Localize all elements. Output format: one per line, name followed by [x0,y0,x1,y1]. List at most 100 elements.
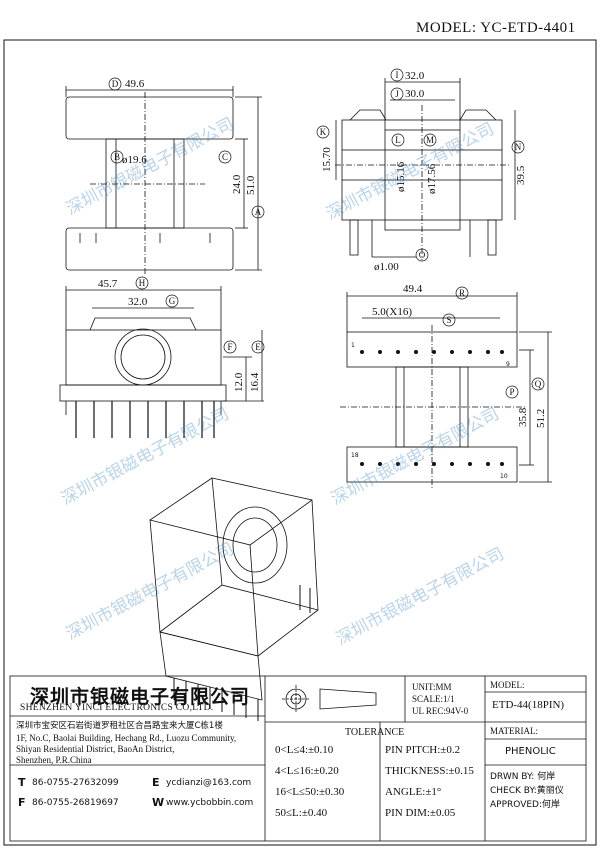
bottom-flange [65,227,234,271]
pin-dots [360,350,504,466]
top-view [65,86,262,275]
material-value: PHENOLIC [505,746,556,757]
dim-I: 32.0 [405,70,425,82]
checked-by: CHECK BY:黄丽仪 [490,786,564,796]
model-value: ETD-44(18PIN) [492,699,565,711]
watermark-6: 深圳市银磁电子有限公司 [333,544,508,649]
pin-dim-tolerance: PIN DIM:±0.05 [385,807,456,819]
dim-Q: 51.2 [535,409,547,428]
address-line-4: Shenzhen, P.R.China [16,755,92,765]
pin-label-18: 18 [351,452,359,459]
ref-Q: Q [535,379,542,389]
company-name-en: SHENZHEN YINCI ELECTRONICS CO,LTD. [20,703,214,713]
dim-C: 24.0 [231,174,243,194]
web-icon: W [152,796,165,809]
ref-I: I [396,70,399,80]
website-url[interactable]: www.ycbobbin.com [166,798,254,808]
watermarks: 深圳市银磁电子有限公司 深圳市银磁电子有限公司 深圳市银磁电子有限公司 深圳市银… [58,114,508,649]
taper-symbol [319,688,377,710]
pin-label-10: 10 [500,473,508,480]
bore-outer [114,328,172,386]
ref-J: J [395,89,399,99]
ref-F: F [227,342,232,352]
side-core [384,129,461,231]
dim-H: 45.7 [98,278,118,290]
ref-L: L [395,135,401,145]
watermark-5: 深圳市银磁电子有限公司 [63,539,238,644]
company-name-cn: 深圳市银磁电子有限公司 [30,686,251,708]
iso-bore-outer [222,506,288,584]
tolerance-4: 50≤L:±0.40 [275,807,328,819]
watermark-2: 深圳市银磁电子有限公司 [323,119,498,224]
isometric-view [149,477,319,721]
iso-pins [173,585,311,721]
title-block [9,675,587,842]
angle-tolerance: ANGLE:±1° [385,786,442,798]
ref-O: O [419,250,426,260]
scale-label: SCALE:1/1 [412,694,455,704]
ref-S: S [446,315,451,325]
dim-R: 49.4 [403,283,423,295]
fax-icon: F [18,796,26,809]
address-line-2: 1F, No.C, Baolai Building, Hechang Rd., … [16,733,237,743]
model-header: MODEL: [490,680,525,690]
dim-J: 30.0 [405,88,425,100]
ref-R: R [459,288,465,298]
ref-H: H [139,278,146,288]
tel-number: 86-0755-27632099 [32,778,119,788]
dim-F: 12.0 [233,372,245,392]
watermark-1: 深圳市银磁电子有限公司 [63,114,238,219]
ref-G: G [169,296,176,306]
dim-B: ø19.6 [122,154,147,166]
ref-E: E [255,342,261,352]
bore-inner [120,334,166,380]
bottom-view [340,292,552,490]
ul-label: UL REC:94V-0 [412,706,469,716]
front-view [59,286,264,438]
ref-K: K [320,127,327,137]
front-base [59,384,227,402]
dim-S: 5.0(X16) [372,306,412,318]
watermark-3: 深圳市银磁电子有限公司 [58,404,233,509]
dim-L: ø15.16 [395,161,407,192]
ref-C: C [222,152,228,162]
dim-G: 32.0 [128,296,148,308]
drawing-border [3,39,597,846]
ref-A: A [255,207,262,217]
dim-M: ø17.56 [426,163,438,194]
tolerance-header: TOLERANCE [345,727,405,738]
approved-by: APPROVED:何岸 [490,800,560,810]
side-view [335,78,516,260]
pin-pitch-tolerance: PIN PITCH:±0.2 [385,744,461,756]
drawn-by: DRWN BY: 何岸 [490,772,556,782]
dim-N: 39.5 [515,165,527,185]
pin-label-1: 1 [351,342,355,349]
email-icon: E [152,776,160,789]
ref-N: N [515,142,522,152]
ref-B: B [114,152,120,162]
iso-bore-inner [232,517,278,573]
ref-D: D [112,79,119,89]
email-address[interactable]: ycdianzi@163.com [166,778,252,788]
dim-D: 49.6 [125,78,145,90]
fax-number: 86-0755-26819697 [32,798,119,808]
tel-icon: T [18,776,26,789]
tolerance-1: 0<L≤4:±0.10 [275,744,334,756]
front-body [65,329,222,386]
iso-base [159,631,263,701]
dim-E: 16.4 [249,372,261,392]
dim-K: 15.70 [321,147,333,172]
address-line-1: 深圳市宝安区石岩街道罗租社区合昌路宝来大厦C栋1楼 [16,721,223,731]
tolerance-3: 16<L≤50:±0.30 [275,786,345,798]
address-line-3: Shiyan Residential District, BaoAn Distr… [16,744,175,754]
tolerance-2: 4<L≤16:±0.20 [275,765,339,777]
ref-P: P [509,387,514,397]
dim-P: 35.8 [517,407,529,427]
model-title: MODEL: YC-ETD-4401 [416,20,576,36]
dim-O: ø1.00 [374,261,399,273]
pin-label-9: 9 [506,361,510,368]
unit-label: UNIT:MM [412,682,452,692]
ref-M: M [426,135,434,145]
dim-A: 51.0 [245,175,257,195]
